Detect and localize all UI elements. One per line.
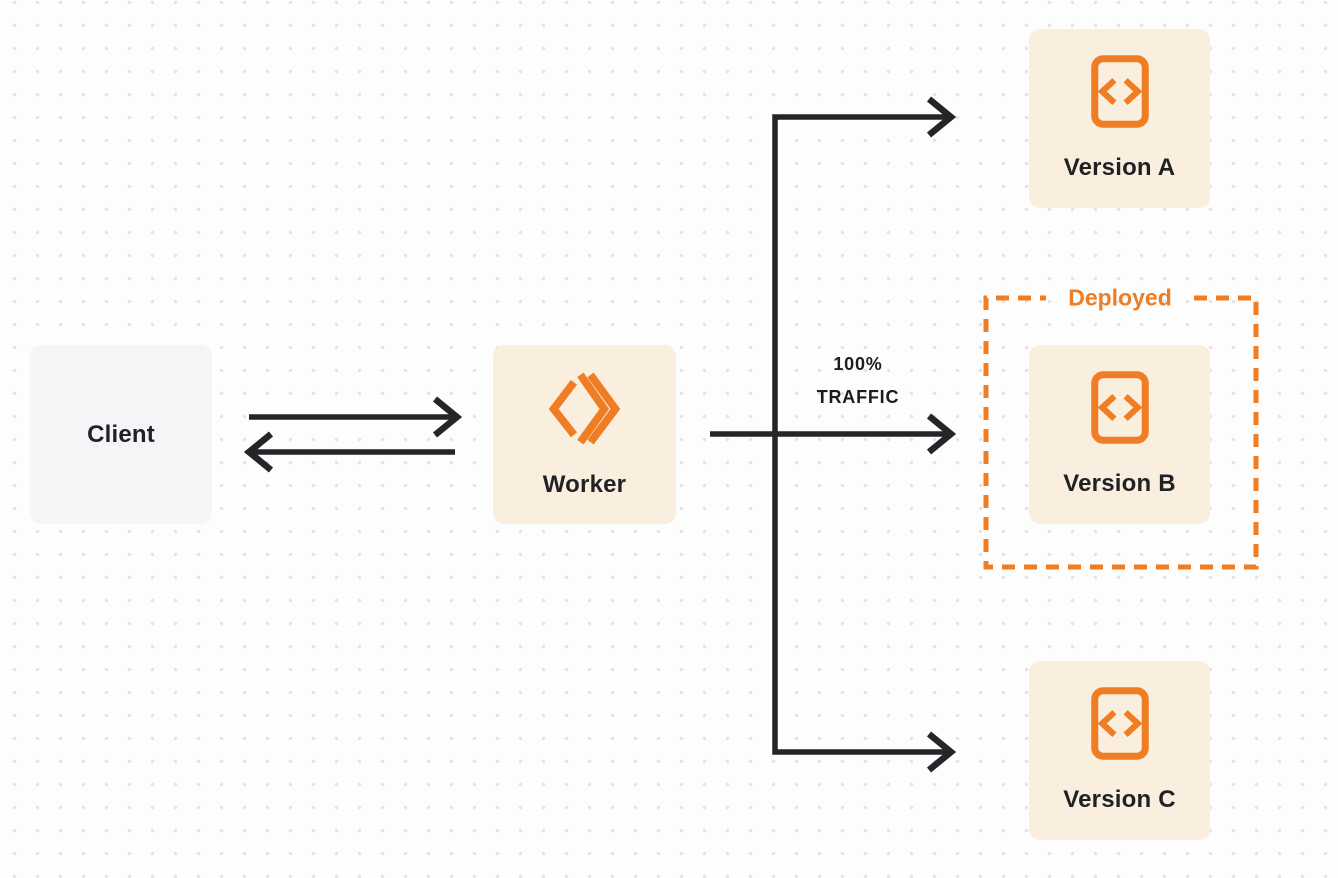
version-b-label: Version B [1063, 470, 1176, 497]
version-b-node: Version B [1029, 345, 1210, 524]
arrowhead-to-worker-icon [432, 396, 463, 438]
deployed-badge: Deployed [1068, 284, 1172, 311]
arrowhead-version-a-icon [926, 96, 957, 138]
version-c-label: Version C [1063, 786, 1176, 813]
worker-label: Worker [542, 470, 627, 498]
client-label: Client [87, 420, 155, 448]
traffic-label: 100% TRAFFIC [817, 348, 900, 414]
code-file-icon [1090, 371, 1149, 444]
arrowhead-to-client-icon [243, 431, 274, 473]
arrowhead-version-b-icon [926, 413, 957, 455]
deployed-dashed-border [983, 295, 1259, 570]
version-c-node: Version C [1029, 661, 1210, 840]
arrowhead-version-c-icon [926, 731, 957, 773]
worker-node: Worker [493, 345, 676, 524]
workers-logo-icon [548, 372, 620, 445]
version-a-label: Version A [1063, 154, 1176, 181]
client-node: Client [30, 345, 212, 524]
version-a-node: Version A [1029, 29, 1210, 208]
code-file-icon [1090, 55, 1149, 128]
code-file-icon [1090, 687, 1149, 760]
traffic-label-line2: TRAFFIC [816, 387, 900, 407]
traffic-label-line1: 100% [833, 354, 883, 374]
